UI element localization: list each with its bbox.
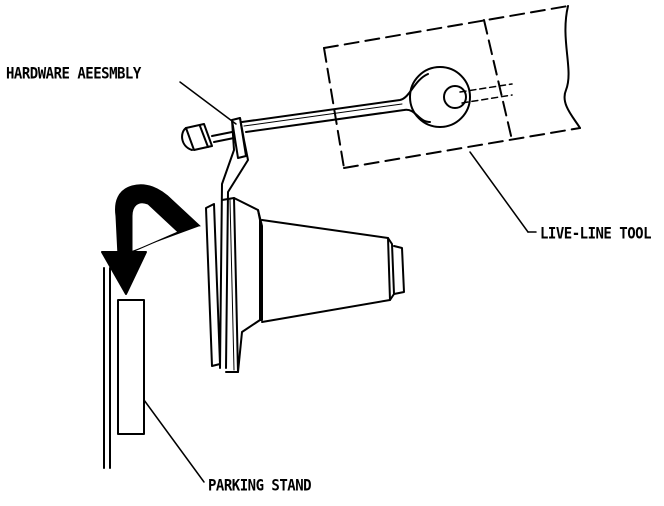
stand-leader bbox=[143, 399, 205, 483]
hardware-assembly-label: HARDWARE AEESMBLY bbox=[6, 64, 141, 84]
parking-stand-label: PARKING STAND bbox=[208, 476, 312, 496]
live-line-tool-outline bbox=[323, 5, 581, 169]
elbow-connector bbox=[205, 197, 405, 373]
tool-eye-hole bbox=[443, 85, 467, 109]
live-line-tool-label: LIVE-LINE TOOL bbox=[540, 224, 652, 244]
motion-arrow bbox=[115, 184, 201, 257]
arrow-head bbox=[101, 251, 147, 295]
hardware-leader bbox=[179, 81, 237, 125]
live-line-tool-break bbox=[563, 5, 581, 129]
hardware-bracket bbox=[219, 117, 249, 369]
hex-nut bbox=[181, 123, 235, 151]
tool-leader bbox=[469, 151, 529, 233]
parking-stand bbox=[103, 267, 145, 469]
tool-eye-ring bbox=[409, 66, 471, 128]
eye-bolt bbox=[241, 73, 431, 133]
